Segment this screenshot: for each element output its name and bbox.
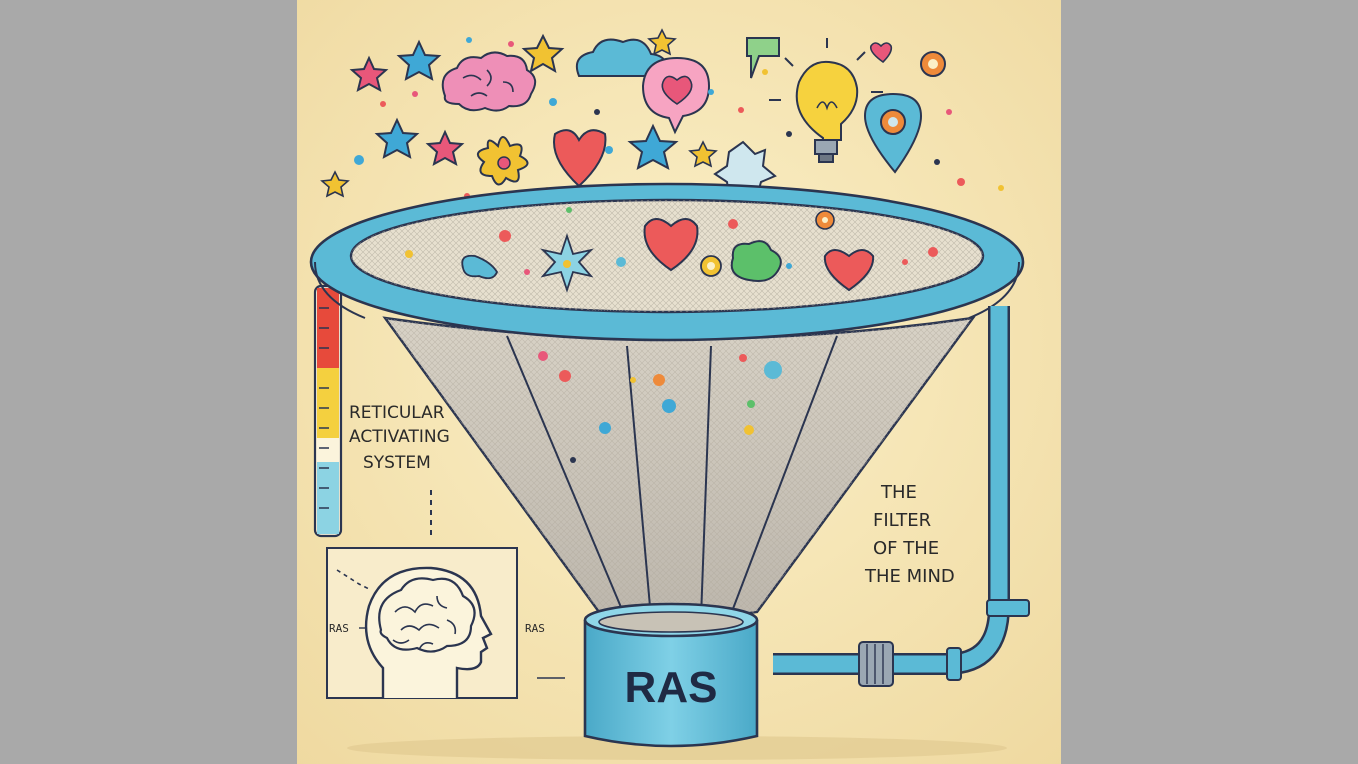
ras-full-name-line-2: ACTIVATING: [349, 427, 450, 447]
illustration-panel: RETICULAR ACTIVATING SYSTEM RAS RAS: [297, 0, 1061, 764]
heart-icon: [869, 42, 893, 64]
funnel-cone: [382, 316, 976, 620]
brain-icon: [441, 51, 537, 112]
brain-panel: [326, 547, 518, 699]
star-icon: [521, 33, 565, 74]
star-icon: [396, 39, 442, 81]
brain-panel-label-left: RAS: [329, 622, 349, 635]
star-icon: [647, 28, 677, 56]
blue-blob: [461, 254, 499, 280]
ground-shadow: [347, 736, 1007, 760]
tagline-line-3: OF THE: [873, 538, 939, 559]
star-icon: [688, 140, 718, 168]
star-icon: [627, 123, 679, 170]
location-pin-icon: [863, 92, 923, 174]
green-shape: [730, 240, 782, 282]
speech-bubble-icon: [746, 37, 780, 79]
flower-icon: [477, 136, 529, 186]
ras-full-name-line-3: SYSTEM: [363, 453, 431, 473]
star-icon: [349, 55, 389, 92]
brain-panel-label-right: RAS: [525, 622, 545, 635]
tagline-line-1: THE: [880, 482, 917, 503]
ras-full-name-line-1: RETICULAR: [349, 403, 445, 423]
flower-icon: [920, 51, 946, 77]
funnel-base-label: RAS: [625, 663, 718, 712]
heart-icon: [823, 249, 875, 292]
star-icon: [374, 117, 420, 159]
tagline-line-2: FILTER: [873, 510, 931, 531]
floating-ideas: [320, 28, 1004, 199]
filtered-items: [405, 207, 938, 293]
star-icon: [425, 129, 465, 166]
star-icon: [320, 170, 350, 198]
heart-icon: [553, 129, 607, 188]
confetti: [354, 37, 1004, 199]
funnel-base: [583, 602, 759, 748]
tagline-line-4: THE MIND: [864, 566, 955, 587]
lightbulb-icon: [769, 38, 883, 163]
heart-icon: [643, 218, 699, 272]
brain-icon: [378, 577, 476, 653]
pipe: [773, 306, 1030, 687]
heart-icon: [641, 56, 711, 135]
cloud-icon: [575, 38, 668, 77]
pipe-valve: [858, 641, 894, 687]
activation-gauge: [313, 284, 343, 538]
flower-icon: [540, 233, 594, 293]
